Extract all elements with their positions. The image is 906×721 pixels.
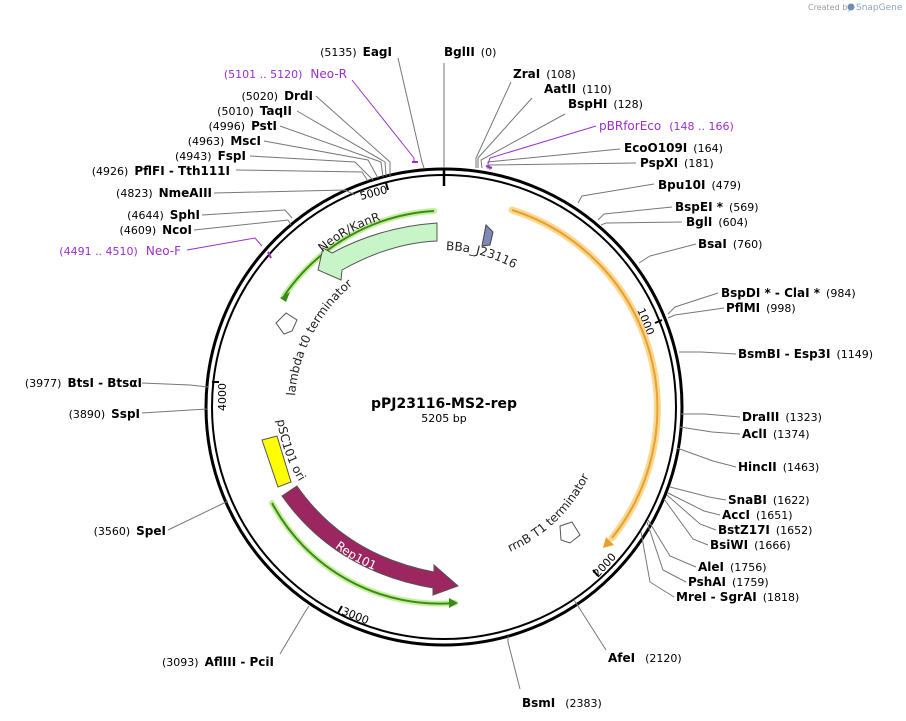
tick-3000 xyxy=(337,605,343,614)
credit: Created by SnapGene xyxy=(808,3,903,13)
site-label-ncoi[interactable]: (4609)NcoI xyxy=(120,223,192,237)
rrnb-t1-terminator-shape xyxy=(559,521,581,544)
site-label-spei[interactable]: (3560)SpeI xyxy=(94,524,166,538)
site-label-nmeaiii[interactable]: (4823)NmeAIII xyxy=(116,186,212,200)
site-label-acli[interactable]: AclI(1374) xyxy=(742,427,810,441)
rep101-feature xyxy=(281,485,459,596)
site-label-bsiwi[interactable]: BsiWI(1666) xyxy=(710,538,791,552)
neo-kanr-feature xyxy=(317,222,438,281)
left-side-site-labels: (3093)AflIII - PciI (3560)SpeI (3890)Ssp… xyxy=(25,45,392,669)
site-label-sphi[interactable]: (4644)SphI xyxy=(127,208,200,222)
site-label-bsai[interactable]: BsaI(760) xyxy=(698,237,762,251)
site-label-psti[interactable]: (4996)PstI xyxy=(208,119,277,133)
site-label-bglii[interactable]: BglII(0) xyxy=(444,45,496,59)
site-label-bsmbi-esp3i[interactable]: BsmBI - Esp3I(1149) xyxy=(738,347,873,361)
right-side-site-labels: BglII(0) ZraI(108) AatII(110) BspHI(128)… xyxy=(444,45,873,710)
rep-outer-arrowhead xyxy=(449,598,458,608)
site-label-sspi[interactable]: (3890)SspI xyxy=(69,407,140,421)
credit-prefix: Created by xyxy=(808,3,852,12)
plasmid-name: pPJ23116-MS2-rep xyxy=(371,396,517,412)
features xyxy=(261,206,661,608)
rep-outer-arc xyxy=(271,502,456,605)
tick-5000 xyxy=(385,182,389,191)
site-label-draiii[interactable]: DraIII(1323) xyxy=(742,410,822,424)
orange-feature-arrowhead xyxy=(603,537,614,548)
site-label-drdi[interactable]: (5020)DrdI xyxy=(241,89,313,103)
site-label-hincii[interactable]: HincII(1463) xyxy=(738,460,819,474)
psc101-ori-feature xyxy=(261,435,292,488)
site-label-afei[interactable]: AfeI(2120) xyxy=(608,651,682,665)
site-label-taqii[interactable]: (5010)TaqII xyxy=(217,104,292,118)
primer-label-neo-f[interactable]: (4491 .. 4510)Neo-F xyxy=(59,244,181,258)
site-label-pspxi[interactable]: PspXI(181) xyxy=(640,156,714,170)
site-label-afliii-pcii[interactable]: (3093)AflIII - PciI xyxy=(162,655,274,669)
plasmid-size: 5205 bp xyxy=(421,412,466,425)
orange-feature-arc xyxy=(511,209,659,539)
bba-j23116-promoter xyxy=(481,223,494,247)
center-title: pPJ23116-MS2-rep 5205 bp xyxy=(371,396,517,425)
site-label-pflfi-tth111i[interactable]: (4926)PflFI - Tth111I xyxy=(92,164,230,178)
site-label-snabi[interactable]: SnaBI(1622) xyxy=(728,493,809,507)
site-label-bsphi[interactable]: BspHI(128) xyxy=(568,97,643,111)
backbone xyxy=(204,167,684,647)
neo-outer-arc xyxy=(283,210,435,297)
rrnb-t1-terminator-label: rrnB T1 terminator xyxy=(505,471,591,555)
site-label-bspei[interactable]: BspEI *(569) xyxy=(675,200,759,214)
tick-1000 xyxy=(654,319,663,324)
snapgene-logo-icon xyxy=(847,3,855,11)
site-label-eagi[interactable]: (5135)EagI xyxy=(320,45,392,59)
site-label-acci[interactable]: AccI(1651) xyxy=(722,508,793,522)
site-label-pshai[interactable]: PshAI(1759) xyxy=(688,575,769,589)
site-label-mrei-sgrai[interactable]: MreI - SgrAI(1818) xyxy=(676,590,799,604)
site-label-btsi-btsai[interactable]: (3977)BtsI - BtsαI xyxy=(25,376,142,390)
primer-label-pbrforeco[interactable]: pBRforEco(148 .. 166) xyxy=(599,119,734,133)
site-label-pflmi[interactable]: PflMI(998) xyxy=(726,301,796,315)
tick-label-5000: 5000 xyxy=(358,183,388,203)
site-label-zrai[interactable]: ZraI(108) xyxy=(513,67,576,81)
site-label-ecoo109i[interactable]: EcoO109I(164) xyxy=(624,141,723,155)
credit-brand: SnapGene xyxy=(856,3,903,13)
tick-2000 xyxy=(592,569,599,577)
site-label-msci[interactable]: (4963)MscI xyxy=(188,134,261,148)
site-label-aatii[interactable]: AatII(110) xyxy=(544,82,612,96)
lambda-t0-terminator-shape xyxy=(275,312,298,335)
site-label-bspdi-clai[interactable]: BspDI * - ClaI *(984) xyxy=(721,286,856,300)
site-label-fspi[interactable]: (4943)FspI xyxy=(175,149,246,163)
site-label-bpu10i[interactable]: Bpu10I(479) xyxy=(658,178,741,192)
site-label-bstz17i[interactable]: BstZ17I(1652) xyxy=(718,523,812,537)
primer-leaders xyxy=(186,79,597,259)
leader-lines xyxy=(141,57,741,690)
site-label-bgli[interactable]: BglI(604) xyxy=(686,215,748,229)
neo-outer-arrowhead xyxy=(280,292,290,302)
tick-label-4000: 4000 xyxy=(216,383,229,411)
site-label-bsmi[interactable]: BsmI(2383) xyxy=(522,696,602,710)
site-label-alei[interactable]: AleI(1756) xyxy=(698,560,767,574)
primer-label-neo-r[interactable]: (5101 .. 5120)Neo-R xyxy=(224,67,347,81)
lambda-t0-terminator-label: lambda t0 terminator xyxy=(284,276,355,396)
